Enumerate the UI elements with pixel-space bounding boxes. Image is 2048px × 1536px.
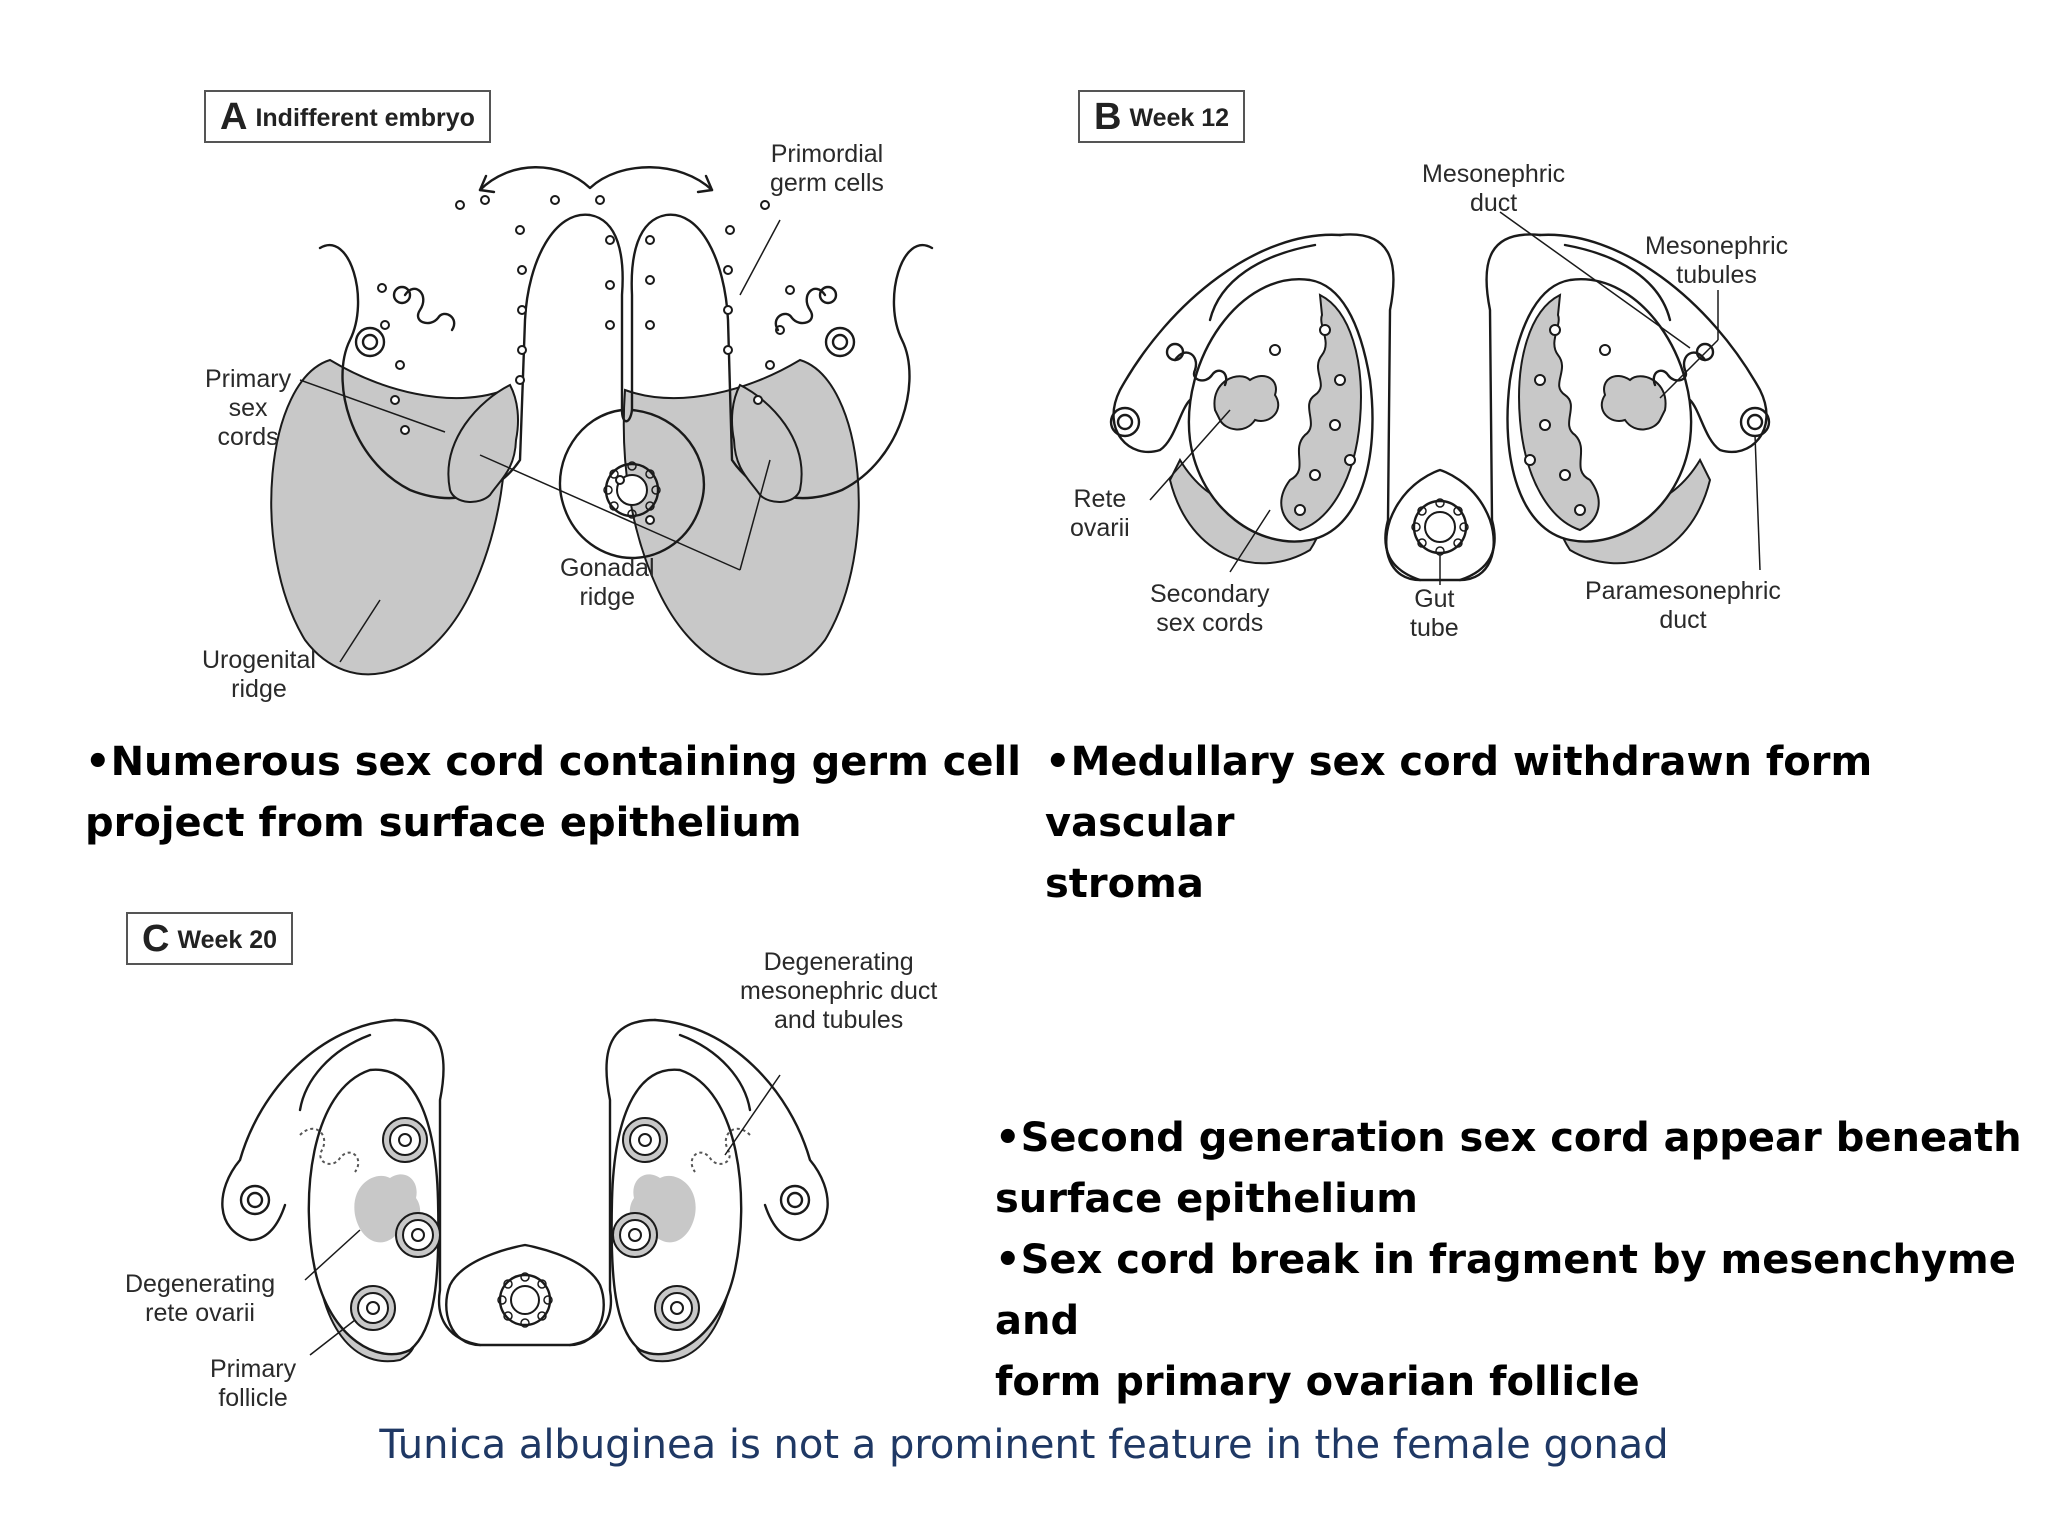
gut-tube-outer [604,462,660,518]
mesonephric-tubule-left [403,287,456,332]
degenerating-mesonephric-left [299,1127,360,1173]
migration-arrow [478,166,714,192]
panel-c-illustration [221,1018,829,1363]
panel-a-illustration [270,166,934,676]
caption-panel-b: •Medullary sex cord withdrawn form vascu… [1045,739,1873,907]
gut-tube-inner [616,474,648,506]
degenerating-mesonephric-right [690,1127,751,1173]
mesentery-outline [1385,468,1495,582]
medullary-cords-right [1518,293,1600,532]
primary-follicles-left [350,1117,441,1331]
caption-panel-c: •Second generation sex cord appear benea… [995,1115,2022,1405]
body-wall-outline [221,1018,397,1242]
rete-ovarii-right [1600,375,1667,431]
gut-tube-outer [1412,499,1468,555]
mesonephric-duct-right [824,326,856,358]
gut-tube-outer [498,1273,552,1327]
primary-follicles-right [612,1117,700,1331]
mesentery-outline [558,408,706,560]
urogenital-ridge-left [270,358,508,676]
primordial-germ-cells [377,195,795,525]
footer-note: Tunica albuginea is not a prominent feat… [379,1422,1669,1468]
rete-ovarii-left [1213,375,1280,431]
mesonephric-duct-left [354,326,386,358]
mesonephric-tubule-left [1173,351,1228,387]
body-wall-outline [318,213,934,500]
mesonephric-tubule-right [774,287,827,332]
paramesonephric-duct-left [1109,406,1141,438]
mesonephric-tubule-right [1652,351,1707,387]
medullary-cords-left [1280,293,1362,532]
urogenital-ridge-right [622,358,860,676]
body-wall-outline [1112,233,1342,453]
mesentery-outline [445,1243,605,1347]
panel-b-illustration [1109,211,1771,585]
